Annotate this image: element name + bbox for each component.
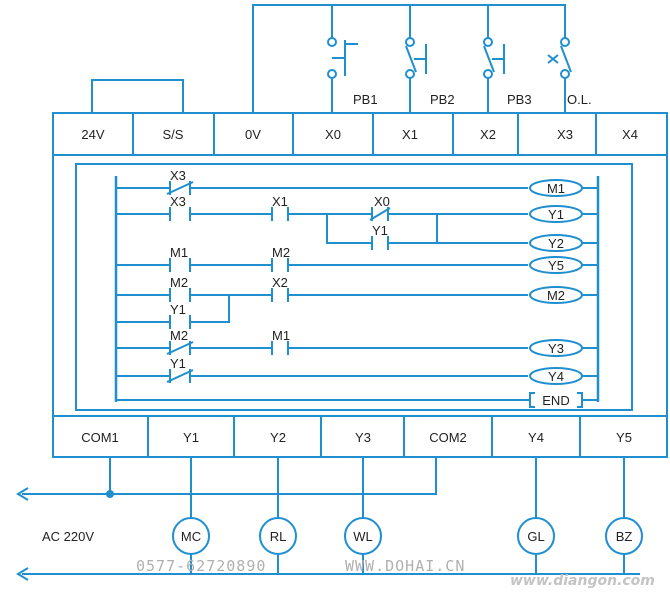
rung-6: M2 M1 Y3 <box>116 328 598 357</box>
rung7-coil-y4: Y4 <box>548 369 564 384</box>
rung7-contact-y1: Y1 <box>170 356 186 371</box>
rung6-coil-y3: Y3 <box>548 341 564 356</box>
watermark-diangon: www.diangon.com <box>510 573 655 589</box>
input-x3: X3 <box>557 127 573 142</box>
watermark-site: WWW.DOHAI.CN <box>345 557 465 575</box>
rung-7: Y1 Y4 <box>116 356 598 385</box>
load-rl-label: RL <box>270 529 287 544</box>
load-gl: GL <box>517 517 555 555</box>
load-bz: BZ <box>605 517 643 555</box>
rung2-contact-x0: X0 <box>374 194 390 209</box>
rung4-coil-y5: Y5 <box>548 258 564 273</box>
output-y5: Y5 <box>616 430 632 445</box>
output-y3: Y3 <box>355 430 371 445</box>
supply-label: AC 220V <box>42 529 94 544</box>
output-y1: Y1 <box>183 430 199 445</box>
load-bz-label: BZ <box>616 529 633 544</box>
input-x1: X1 <box>402 127 418 142</box>
rung-4: M1 M2 Y5 <box>116 245 598 274</box>
pb3-label: PB3 <box>507 92 532 107</box>
input-wiring <box>91 4 566 113</box>
rung-2: X3 X1 X0 Y1 Y1 <box>116 194 598 250</box>
rung6-contact-m2: M2 <box>170 328 188 343</box>
rung3-coil-y2: Y2 <box>548 236 564 251</box>
rung2-contact-x3: X3 <box>170 194 186 209</box>
ladder-program: X3 M1 X3 X1 X0 Y1 Y1 Y2 <box>114 168 600 408</box>
end-instruction: END <box>542 393 569 408</box>
ol-label: O.L. <box>567 92 592 107</box>
input-0v: 0V <box>245 127 261 142</box>
output-wiring <box>16 457 640 581</box>
output-com1: COM1 <box>81 430 119 445</box>
rung-5: M2 X2 Y1 M2 <box>116 275 598 329</box>
rung5-contact-x2: X2 <box>272 275 288 290</box>
rung1-coil-m1: M1 <box>547 181 565 196</box>
rung2-contact-x1: X1 <box>272 194 288 209</box>
rung4-contact-m2: M2 <box>272 245 290 260</box>
rung6-contact-m1: M1 <box>272 328 290 343</box>
rung2-branch-y1: Y1 <box>372 223 388 238</box>
load-mc: MC <box>172 517 210 555</box>
input-x2: X2 <box>480 127 496 142</box>
input-24v: 24V <box>81 127 104 142</box>
input-ss: S/S <box>163 127 184 142</box>
output-y2: Y2 <box>270 430 286 445</box>
rung4-contact-m1: M1 <box>170 245 188 260</box>
pushbutton-pb3: PB3 <box>483 22 532 107</box>
output-y4: Y4 <box>528 430 544 445</box>
rung-end: END <box>116 392 598 408</box>
watermark-phone: 0577-62720890 <box>136 557 266 575</box>
output-terminal-row: COM1 Y1 Y2 Y3 COM2 Y4 Y5 <box>52 415 668 458</box>
input-terminal-row: 24V S/S 0V X0 X1 X2 X3 X4 <box>52 112 668 156</box>
load-wl: WL <box>344 517 382 555</box>
overload-contact: O.L. <box>547 22 592 107</box>
pb2-label: PB2 <box>430 92 455 107</box>
input-x4: X4 <box>622 127 638 142</box>
rung2-coil-y1: Y1 <box>548 207 564 222</box>
rung-1: X3 M1 <box>116 168 598 197</box>
input-x0: X0 <box>325 127 341 142</box>
load-rl: RL <box>259 517 297 555</box>
pushbutton-pb2: PB2 <box>405 22 455 107</box>
rung5-branch-y1: Y1 <box>170 302 186 317</box>
load-gl-label: GL <box>527 529 544 544</box>
pushbutton-pb1: PB1 <box>327 22 378 107</box>
rung1-contact-x3: X3 <box>170 168 186 183</box>
rung5-coil-m2: M2 <box>547 288 565 303</box>
pb1-label: PB1 <box>353 92 378 107</box>
rung-3: Y2 <box>437 234 598 252</box>
rung5-contact-m2: M2 <box>170 275 188 290</box>
output-com2: COM2 <box>429 430 467 445</box>
load-mc-label: MC <box>181 529 201 544</box>
load-wl-label: WL <box>353 529 373 544</box>
